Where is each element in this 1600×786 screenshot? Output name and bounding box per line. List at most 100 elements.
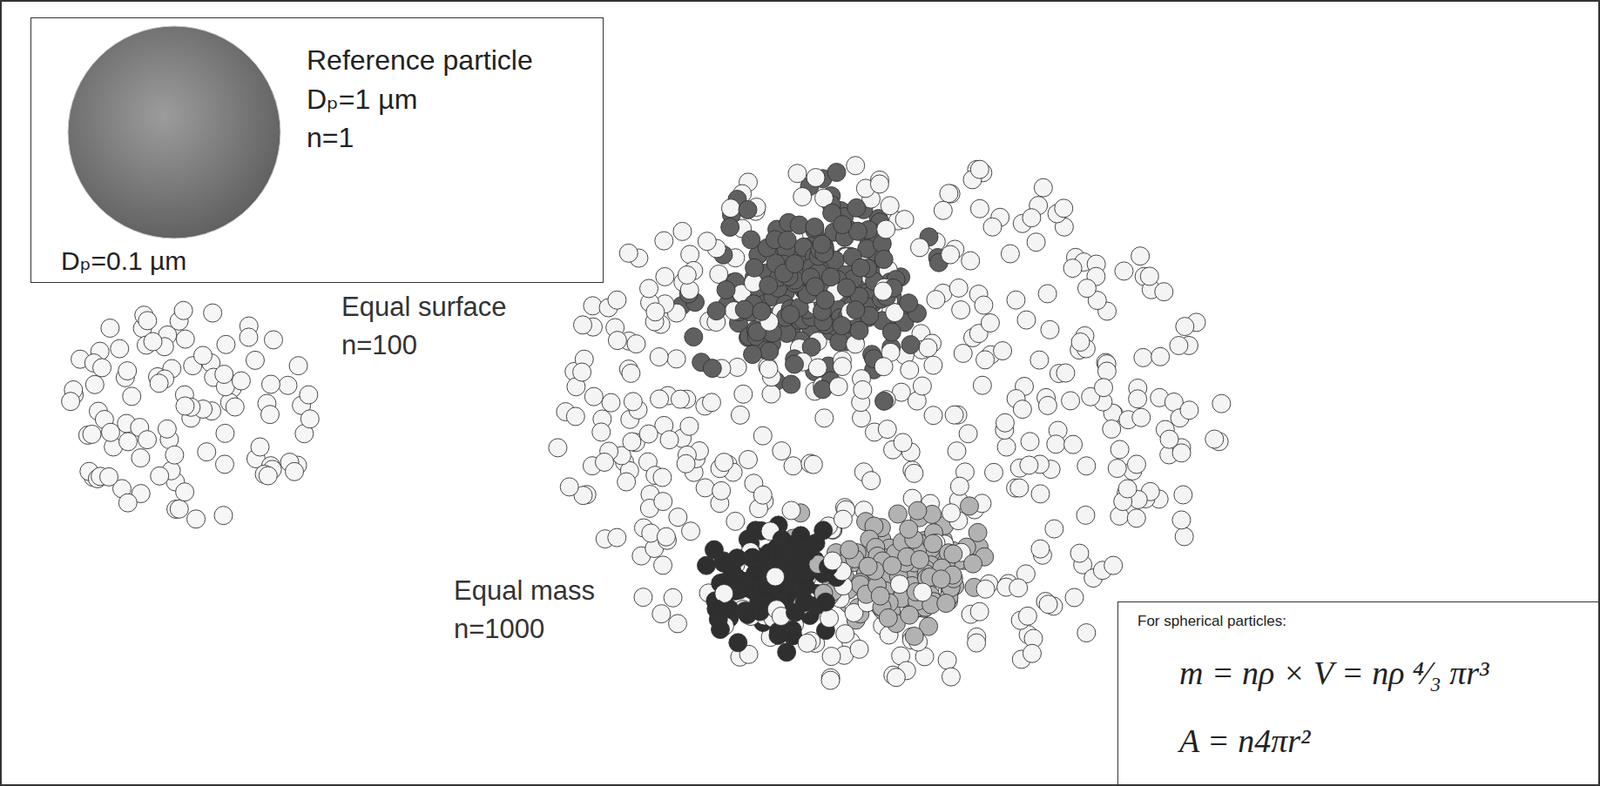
particle xyxy=(250,438,270,457)
particle xyxy=(941,245,960,264)
particle xyxy=(850,640,869,659)
particle xyxy=(874,357,893,377)
node-text: Reference particle xyxy=(306,44,534,77)
particle xyxy=(1006,290,1026,310)
particle xyxy=(187,510,206,529)
particle xyxy=(913,583,932,602)
particle xyxy=(738,200,757,219)
particle xyxy=(964,554,983,574)
particle xyxy=(832,317,851,336)
particle xyxy=(1039,595,1058,615)
particle xyxy=(899,294,919,313)
particle xyxy=(1077,624,1096,643)
particle xyxy=(138,311,157,331)
particle xyxy=(584,387,603,406)
particle xyxy=(122,387,142,406)
particle xyxy=(175,330,195,349)
particle xyxy=(782,375,801,394)
particle xyxy=(684,328,703,347)
particle xyxy=(1118,479,1137,499)
particle xyxy=(770,542,790,561)
particle xyxy=(904,627,924,646)
particle xyxy=(1031,540,1050,559)
particle xyxy=(654,556,673,575)
particle xyxy=(970,199,989,218)
particle xyxy=(722,560,741,579)
particle xyxy=(983,217,1002,237)
particle xyxy=(622,432,642,452)
particle xyxy=(663,588,682,608)
particle xyxy=(1174,486,1193,505)
particle xyxy=(910,238,929,257)
particle xyxy=(877,220,896,239)
particle xyxy=(970,602,989,622)
particle xyxy=(667,350,686,369)
particle xyxy=(619,243,638,263)
particle xyxy=(816,593,835,612)
particle xyxy=(805,217,824,237)
particle xyxy=(939,184,959,203)
particle xyxy=(1169,337,1189,356)
particle xyxy=(877,420,897,439)
particle xyxy=(870,175,889,194)
particle xyxy=(1065,588,1084,608)
particle xyxy=(882,323,901,342)
particle xyxy=(1140,267,1159,286)
particle xyxy=(149,374,169,393)
particle xyxy=(548,438,568,458)
node-text: Dₚ=1 µm xyxy=(306,83,418,116)
particle xyxy=(655,267,675,286)
particle xyxy=(782,501,801,520)
particle xyxy=(1064,435,1083,454)
particle xyxy=(1102,419,1121,439)
particle xyxy=(1038,284,1057,304)
particle xyxy=(847,198,866,217)
particle xyxy=(716,281,736,300)
particle xyxy=(101,318,120,338)
node-text: n=1 xyxy=(306,121,354,155)
particle xyxy=(1063,259,1082,278)
particle xyxy=(974,296,993,315)
particle xyxy=(660,431,679,450)
particle xyxy=(707,600,726,619)
particle xyxy=(958,425,978,444)
particle xyxy=(1022,644,1041,663)
particle xyxy=(93,358,112,378)
particle xyxy=(993,342,1013,361)
particle xyxy=(785,603,804,622)
particle xyxy=(623,392,642,412)
formula-box: For spherical particles:m = nρ × V = nρ … xyxy=(1117,601,1600,786)
particle xyxy=(853,380,872,399)
particle xyxy=(193,346,212,365)
particle xyxy=(814,521,833,541)
particle xyxy=(82,425,102,444)
particle xyxy=(1131,247,1150,266)
particle xyxy=(821,671,840,690)
particle xyxy=(607,528,627,547)
particle xyxy=(654,492,673,512)
particle xyxy=(721,218,740,237)
particle xyxy=(225,398,244,417)
particle xyxy=(639,425,658,444)
particle xyxy=(730,405,750,425)
particle xyxy=(118,493,137,513)
particle xyxy=(1033,178,1053,197)
particle xyxy=(652,605,671,624)
particle xyxy=(924,534,943,554)
particle xyxy=(895,210,914,230)
count-label: n=1000 xyxy=(453,614,545,646)
particle xyxy=(836,625,855,644)
particle xyxy=(1019,456,1039,475)
particle xyxy=(245,351,264,370)
particle xyxy=(1094,378,1114,398)
particle xyxy=(980,313,1000,332)
particle xyxy=(646,303,665,322)
formula: m = nρ × V = nρ ⁴⁄₃ πr³ xyxy=(1179,654,1489,694)
particle xyxy=(702,393,721,412)
particle xyxy=(947,442,966,461)
particle xyxy=(1070,544,1089,563)
particle xyxy=(263,330,283,350)
particle xyxy=(118,432,137,452)
particle xyxy=(1172,444,1191,463)
